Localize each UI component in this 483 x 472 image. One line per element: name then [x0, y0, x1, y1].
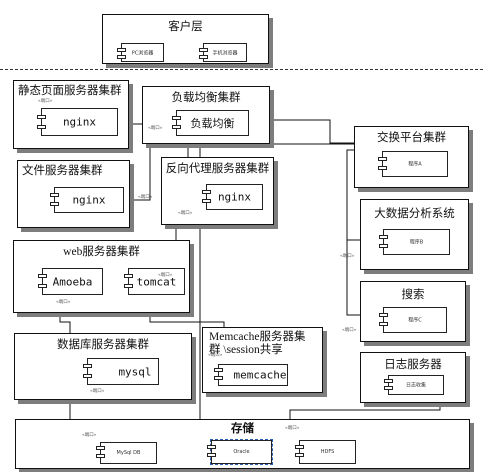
log-collector-component[interactable]: 日志收集 [384, 375, 444, 395]
port-tag: «端口» [148, 126, 163, 131]
component-label: tomcat [136, 275, 177, 288]
mobile-browser-component[interactable]: 手机浏览器 [199, 43, 247, 62]
node-title: 存储 [231, 423, 254, 435]
nginx-component[interactable]: nginx [37, 108, 118, 136]
web-server-cluster-node: web服务器集群 Amoeba tomcat [13, 240, 190, 313]
port-tag: «端口» [208, 353, 223, 358]
node-title: 大数据分析系统 [374, 208, 455, 220]
component-label: MySql DB [116, 450, 141, 456]
program-b-component[interactable]: 程序B [379, 229, 450, 255]
node-title: 反向代理服务器集群 [165, 163, 270, 175]
component-label: Amoeba [52, 275, 93, 288]
client-layer-node: 客户层 PC浏览器 手机浏览器 [102, 14, 269, 64]
port-tag: «端口» [178, 211, 193, 216]
component-label: 程序C [408, 317, 422, 324]
reverse-proxy-cluster-node: 反向代理服务器集群 nginx [161, 157, 274, 225]
node-title: 日志服务器 [384, 359, 442, 371]
memcache-cluster-node: Memcache服务器集群 \session共享 memcache [202, 327, 323, 393]
node-title: 负载均衡集群 [171, 92, 241, 104]
port-tag: «端口» [340, 254, 355, 259]
node-title: Memcache服务器集群 \session共享 [209, 331, 306, 356]
node-title: 搜索 [401, 289, 425, 301]
port-tag: «端口» [158, 273, 173, 278]
big-data-analytics-node: 大数据分析系统 程序B [360, 199, 469, 270]
port-tag: «端口» [342, 328, 357, 333]
port-tag: «端口» [56, 300, 71, 305]
exchange-platform-cluster-node: 交换平台集群 程序A [354, 126, 469, 188]
component-label: mysql [118, 365, 152, 378]
component-label: 负载均衡 [190, 118, 235, 130]
nginx-component[interactable]: nginx [50, 187, 124, 213]
oracle-component[interactable]: Oracle [207, 439, 273, 465]
component-label: HDFS [320, 449, 335, 455]
component-label: Oracle [233, 449, 250, 455]
program-c-component[interactable]: 程序C [379, 307, 447, 333]
nginx-component[interactable]: nginx [202, 184, 263, 210]
layer-divider [0, 69, 483, 70]
component-label: 日志收集 [405, 382, 426, 389]
component-label: 程序B [409, 239, 424, 246]
component-label: 程序A [408, 161, 422, 168]
component-label: nginx [62, 115, 97, 129]
port-tag: «端口» [90, 389, 105, 394]
log-server-node: 日志服务器 日志收集 [360, 352, 466, 403]
component-label: memcache [233, 368, 287, 382]
port-tag: «端口» [82, 433, 97, 438]
static-page-cluster-node: 静态页面服务器集群 nginx [13, 80, 129, 149]
load-balancer-component[interactable]: 负载均衡 [172, 110, 249, 136]
node-title: 文件服务器集群 [22, 165, 103, 177]
port-tag: «端口» [138, 195, 153, 200]
component-label: nginx [72, 193, 106, 207]
program-a-component[interactable]: 程序A [378, 151, 448, 177]
node-title: 静态页面服务器集群 [18, 85, 122, 97]
component-label: PC浏览器 [131, 50, 154, 56]
node-title: web服务器集群 [63, 246, 140, 258]
pc-browser-component[interactable]: PC浏览器 [117, 43, 164, 62]
node-title: 数据库服务器集群 [57, 339, 149, 351]
component-label: 手机浏览器 [212, 50, 238, 56]
mysql-component[interactable]: mysql [83, 358, 159, 385]
storage-node: 存储 MySql DB Oracle HDFS [15, 419, 470, 469]
component-label: nginx [217, 190, 252, 204]
database-server-cluster-node: 数据库服务器集群 mysql [14, 333, 192, 400]
amoeba-component[interactable]: Amoeba [38, 268, 103, 295]
node-title: 客户层 [168, 21, 203, 33]
load-balancer-cluster-node: 负载均衡集群 负载均衡 [142, 86, 270, 144]
mysql-db-component[interactable]: MySql DB [96, 442, 157, 464]
port-tag: «端口» [38, 99, 53, 104]
port-tag: «端口» [285, 426, 300, 431]
search-node: 搜索 程序C [360, 281, 466, 342]
tomcat-component[interactable]: tomcat [124, 268, 185, 295]
node-title: 交换平台集群 [377, 132, 446, 144]
hdfs-component[interactable]: HDFS [295, 440, 356, 464]
file-server-cluster-node: 文件服务器集群 nginx [17, 160, 130, 228]
memcache-component[interactable]: memcache [214, 364, 288, 386]
